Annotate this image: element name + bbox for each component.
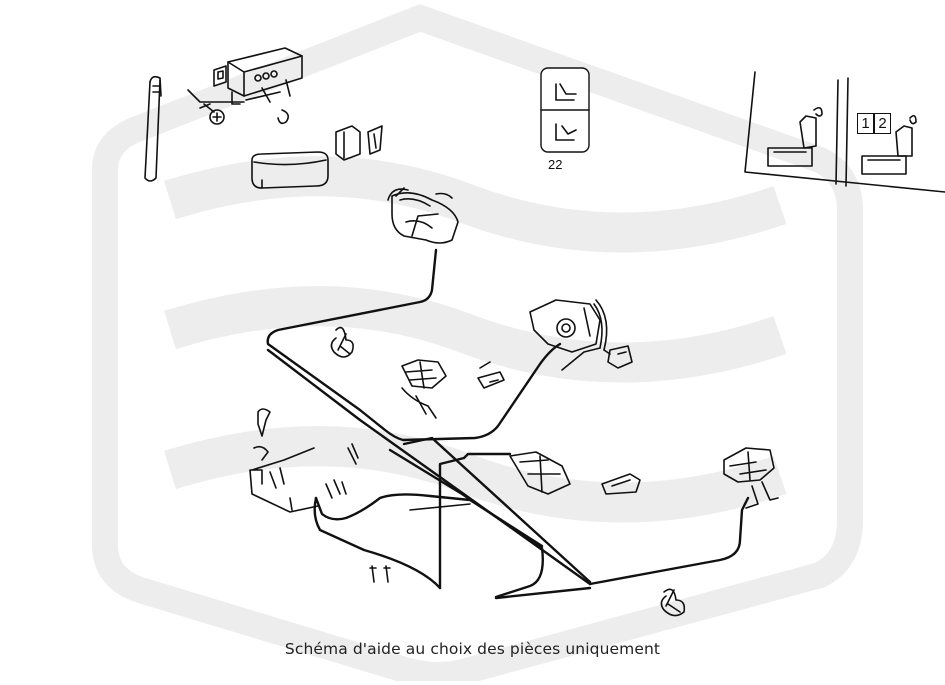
watermark-logo-icon: [92, 4, 863, 685]
switch-assembly-icon: [187, 47, 303, 125]
seat-motor-icon: [387, 187, 459, 244]
diagram-caption: Schéma d'aide au choix des pièces unique…: [284, 640, 661, 658]
figure-number: 22: [548, 157, 563, 172]
rod-part-icon: [144, 75, 162, 182]
door-switch-panel-icon: [744, 71, 945, 193]
connector-cluster-left-icon: [330, 326, 354, 358]
seat-switch-panel-icon: [540, 67, 590, 153]
part-number-box-2: 2: [874, 113, 891, 134]
wiring-harness-icon: [266, 248, 750, 600]
fuse-clips-icon: [369, 565, 391, 583]
seat-cushion-icon: [251, 151, 329, 189]
seat-frame-bracket-icon: [249, 408, 359, 513]
actuator-motor-icon: [529, 299, 633, 371]
clip-pieces-icon: [335, 125, 383, 161]
connector-group-icon: [509, 451, 641, 495]
part-number-box-1: 1: [857, 113, 874, 134]
seat-motor-right-icon: [723, 447, 779, 509]
connector-bottom-right-icon: [660, 588, 686, 617]
connector-mid-icon: [401, 359, 505, 389]
